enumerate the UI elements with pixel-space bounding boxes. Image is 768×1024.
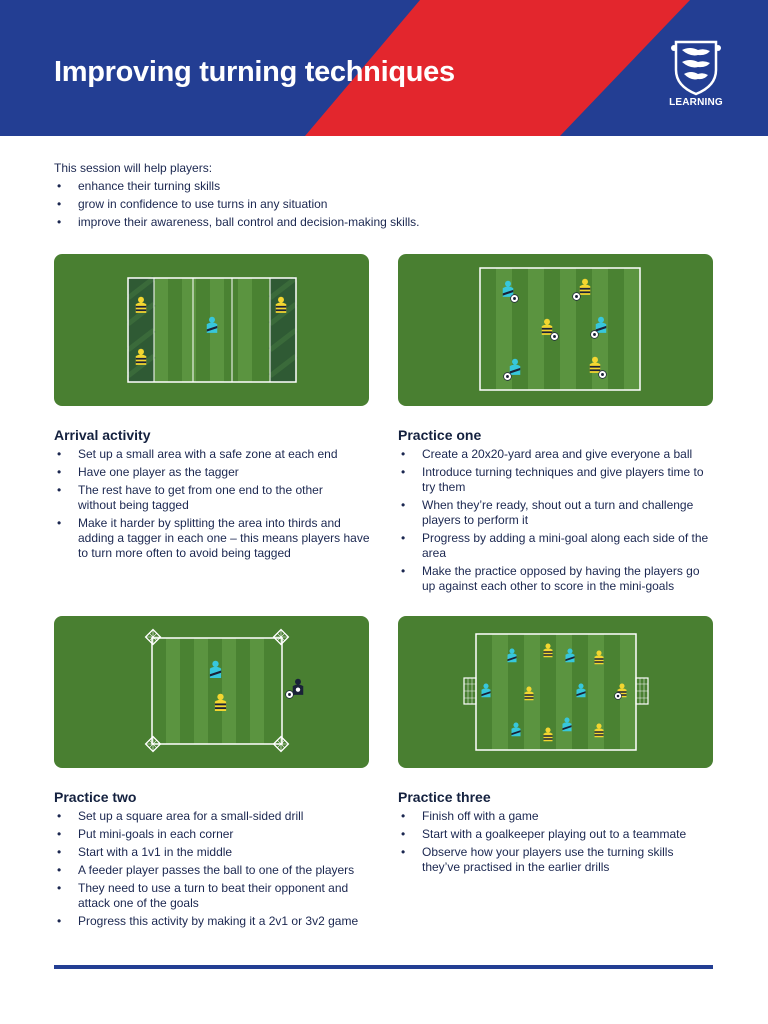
feeder-player-icon <box>292 678 304 695</box>
list-item: Start with a goalkeeper playing out to a… <box>398 827 713 842</box>
red-diagonal-stripe <box>305 0 690 136</box>
section-list: Finish off with a game Start with a goal… <box>398 809 713 875</box>
practice-two-diagram <box>54 616 369 768</box>
arrival-activity-diagram <box>54 254 369 406</box>
grass-stripes <box>128 278 296 382</box>
section-list: Set up a square area for a small-sided d… <box>54 809 374 929</box>
page-title: Improving turning techniques <box>54 56 455 88</box>
header-stripe <box>305 0 690 136</box>
list-item: Have one player as the tagger <box>54 465 374 480</box>
list-item: Finish off with a game <box>398 809 713 824</box>
list-item: The rest have to get from one end to the… <box>54 483 374 513</box>
three-lions-crest-icon <box>671 40 721 96</box>
list-item: When they’re ready, shout out a turn and… <box>398 498 713 528</box>
pitch-svg <box>463 633 649 751</box>
practice-one-diagram <box>398 254 713 406</box>
pitch-boundary <box>479 267 641 391</box>
grass-stripes <box>480 268 640 390</box>
arrival-activity-section: Arrival activity Set up a small area wit… <box>54 426 374 564</box>
practice-two-section: Practice two Set up a square area for a … <box>54 788 374 932</box>
list-item: Set up a small area with a safe zone at … <box>54 447 374 462</box>
section-title: Practice two <box>54 789 137 805</box>
fa-learning-logo: LEARNING <box>664 36 728 116</box>
list-item: Start with a 1v1 in the middle <box>54 845 374 860</box>
intro-lead: This session will help players: <box>54 161 213 175</box>
grass-stripes <box>476 634 636 750</box>
list-item: Set up a square area for a small-sided d… <box>54 809 374 824</box>
list-item: Make it harder by splitting the area int… <box>54 516 374 561</box>
list-item: improve their awareness, ball control an… <box>54 213 714 231</box>
list-item: Progress by adding a mini-goal along eac… <box>398 531 713 561</box>
section-list: Set up a small area with a safe zone at … <box>54 447 374 561</box>
list-item: Observe how your players use the turning… <box>398 845 713 875</box>
ball-icon <box>572 292 581 301</box>
ball-icon <box>550 332 559 341</box>
section-list: Create a 20x20-yard area and give everyo… <box>398 447 713 594</box>
header-banner: Improving turning techniques LEARNING <box>0 0 768 136</box>
section-title: Practice three <box>398 789 491 805</box>
section-title: Practice one <box>398 427 482 443</box>
list-item: They need to use a turn to beat their op… <box>54 881 374 911</box>
ball-icon <box>510 294 519 303</box>
section-title: Arrival activity <box>54 427 151 443</box>
pitch-svg <box>479 267 641 391</box>
grass-stripes <box>152 638 282 744</box>
list-item: Put mini-goals in each corner <box>54 827 374 842</box>
pitch-boundary <box>151 637 283 745</box>
intro-list: enhance their turning skills grow in con… <box>54 177 714 231</box>
ball-icon <box>503 372 512 381</box>
practice-three-diagram <box>398 616 713 768</box>
pitch-svg <box>126 276 298 383</box>
list-item: Introduce turning techniques and give pl… <box>398 465 713 495</box>
ball-icon <box>590 330 599 339</box>
intro-block: This session will help players: enhance … <box>54 159 714 231</box>
list-item: grow in confidence to use turns in any s… <box>54 195 714 213</box>
list-item: Make the practice opposed by having the … <box>398 564 713 594</box>
pitch-boundary <box>127 277 297 383</box>
ball-icon <box>614 692 622 700</box>
list-item: enhance their turning skills <box>54 177 714 195</box>
practice-one-section: Practice one Create a 20x20-yard area an… <box>398 426 713 597</box>
logo-label: LEARNING <box>669 97 723 108</box>
pitch-svg <box>144 628 304 753</box>
footer-rule <box>54 965 713 969</box>
list-item: Progress this activity by making it a 2v… <box>54 914 374 929</box>
practice-three-section: Practice three Finish off with a game St… <box>398 788 713 878</box>
list-item: A feeder player passes the ball to one o… <box>54 863 374 878</box>
ball-icon <box>598 370 607 379</box>
ball-icon <box>285 690 294 699</box>
list-item: Create a 20x20-yard area and give everyo… <box>398 447 713 462</box>
